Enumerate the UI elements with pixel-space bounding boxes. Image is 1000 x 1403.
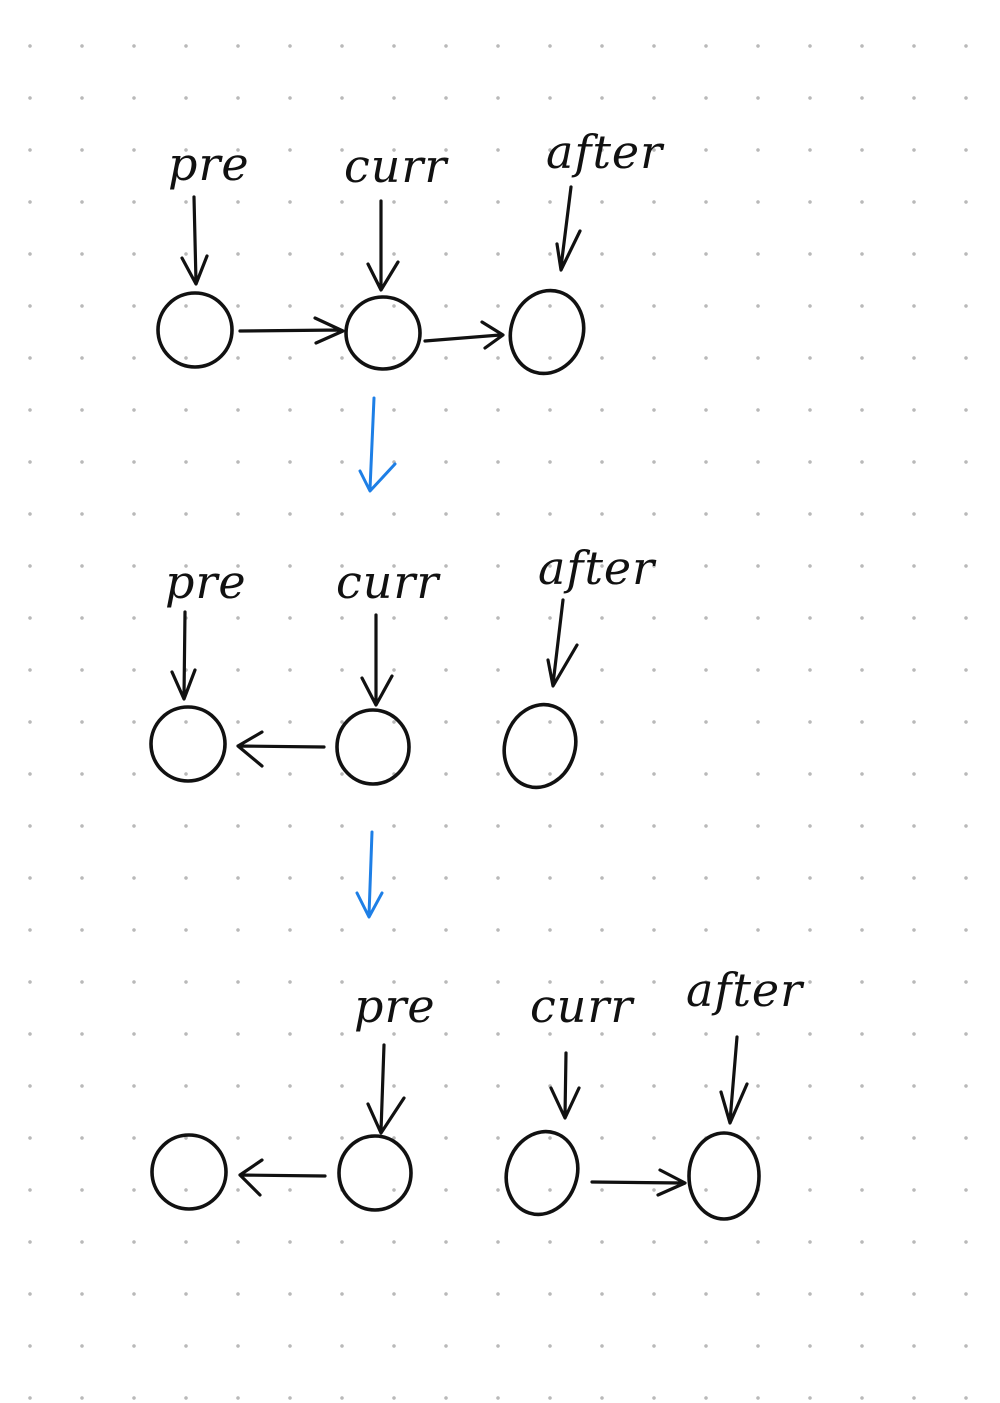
stage-3-curr-label: curr: [530, 979, 635, 1033]
stage-3-curr-pointer-arrow: [549, 1051, 581, 1120]
stage-2-curr-label: curr: [336, 555, 441, 609]
stage-3-after-label: after: [686, 963, 805, 1017]
stage-1-link-1-2: [238, 316, 345, 345]
stage-1-curr-label: curr: [344, 139, 449, 193]
stage-2-link-2-1: [236, 730, 326, 768]
stage-3-node-2: [337, 1134, 413, 1212]
transition-arrow-2: [355, 830, 384, 919]
stage-3-link-2-1: [238, 1158, 327, 1197]
stage-3-pre-pointer-arrow: [366, 1043, 406, 1135]
stage-2: pre curr after: [149, 541, 657, 790]
stage-2-after-label: after: [538, 541, 657, 595]
stage-2-curr-pointer-arrow: [360, 613, 394, 707]
stage-1: pre curr after: [156, 125, 665, 376]
stage-3-node-4: [687, 1131, 761, 1221]
stage-3: pre curr after: [150, 963, 805, 1221]
stage-2-node-1: [149, 705, 227, 783]
stage-2-pre-pointer-arrow: [170, 610, 197, 701]
stage-1-node-3: [508, 288, 586, 376]
stage-1-curr-pointer-arrow: [366, 199, 400, 292]
stage-2-pre-label: pre: [165, 555, 247, 609]
stage-1-pre-label: pre: [168, 137, 250, 191]
stage-1-pre-pointer-arrow: [180, 195, 209, 286]
stage-3-pre-label: pre: [354, 979, 436, 1033]
stage-1-after-label: after: [546, 125, 665, 179]
stage-1-node-2: [344, 295, 422, 371]
stage-3-link-3-4: [590, 1168, 687, 1197]
stage-2-node-2: [335, 708, 411, 786]
stage-2-after-pointer-arrow: [546, 598, 579, 688]
transition-arrow-1: [358, 396, 397, 493]
stage-3-after-pointer-arrow: [719, 1035, 749, 1125]
stage-1-after-pointer-arrow: [555, 185, 582, 272]
stage-3-node-1: [150, 1133, 228, 1211]
stage-1-link-2-3: [423, 320, 505, 350]
stage-2-node-3: [502, 702, 578, 790]
stage-3-node-3: [504, 1129, 580, 1217]
stage-1-node-1: [156, 291, 234, 369]
